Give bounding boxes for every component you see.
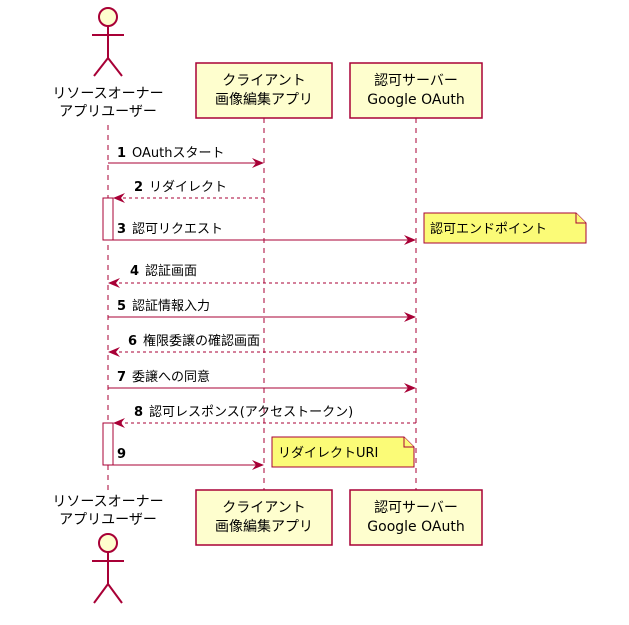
client-bottom-label-2: 画像編集アプリ: [215, 518, 313, 535]
message-2-label: リダイレクト: [149, 180, 227, 195]
activation-owner-1: [102, 197, 114, 241]
owner-top-label-1: リソースオーナー: [52, 86, 163, 102]
client-bottom-label-1: クライアント: [222, 500, 305, 516]
message-5-arrowhead: [404, 312, 416, 322]
server-top-label-2: Google OAuth: [367, 92, 464, 108]
message-1-arrowhead: [252, 158, 264, 168]
message-6-number: 6: [128, 334, 137, 349]
client-box-top: [195, 62, 333, 119]
message-9-arrowhead: [252, 460, 264, 470]
client-top-label-2: 画像編集アプリ: [215, 91, 313, 108]
message-1-label: OAuthスタート: [132, 146, 224, 161]
note-redirect-uri-label: リダイレクトURI: [278, 446, 378, 461]
message-6-arrowhead: [108, 347, 120, 357]
message-7-arrowhead: [404, 383, 416, 393]
note-redirect-uri: [271, 436, 415, 468]
message-6-label: 権限委譲の確認画面: [143, 333, 260, 349]
message-5-label: 認証情報入力: [132, 298, 210, 314]
server-box-bottom: [349, 489, 483, 546]
message-3-number: 3: [117, 222, 126, 237]
owner-bottom-label-2: アプリユーザー: [59, 512, 157, 528]
owner-bottom-label-1: リソースオーナー: [52, 494, 163, 510]
message-9-number: 9: [117, 447, 126, 462]
owner-actor-top: [92, 7, 124, 77]
note-authorize-endpoint-label: 認可エンドポイント: [430, 221, 547, 237]
message-5-number: 5: [117, 299, 126, 314]
actor-head-icon-bottom: [98, 533, 118, 553]
message-8-label: 認可レスポンス(アクセストークン): [149, 404, 353, 420]
server-bottom-label-2: Google OAuth: [367, 519, 464, 535]
message-7-label: 委譲への同意: [132, 369, 210, 385]
message-3-arrowhead: [404, 235, 416, 245]
message-2-arrowhead: [113, 193, 125, 203]
server-bottom-label-1: 認可サーバー: [374, 500, 458, 516]
message-4-number: 4: [130, 264, 139, 279]
client-box-bottom: [195, 489, 333, 546]
server-box-top: [349, 62, 483, 119]
owner-top-label-2: アプリユーザー: [59, 104, 157, 120]
owner-actor-bottom: [92, 533, 124, 604]
server-top-label-1: 認可サーバー: [374, 73, 458, 89]
message-2-number: 2: [134, 180, 143, 195]
message-3-label: 認可リクエスト: [132, 221, 223, 237]
message-8-arrowhead: [113, 418, 125, 428]
message-4-arrowhead: [108, 278, 120, 288]
message-1-number: 1: [117, 146, 126, 161]
client-top-label-1: クライアント: [222, 73, 305, 89]
message-4-label: 認証画面: [145, 263, 197, 279]
note-authorize-endpoint: [423, 212, 587, 244]
actor-head-icon: [98, 7, 118, 27]
message-7-number: 7: [117, 370, 126, 385]
activation-owner-2: [102, 422, 114, 466]
message-8-number: 8: [134, 405, 143, 420]
